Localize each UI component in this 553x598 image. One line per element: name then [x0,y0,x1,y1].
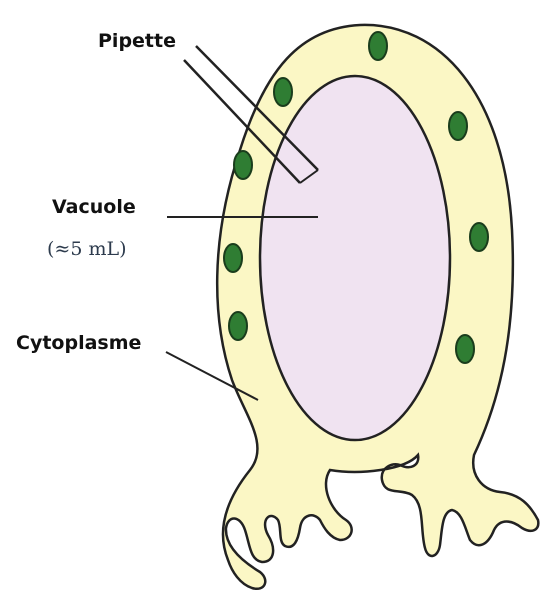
vacuole-label: Vacuole [52,196,136,218]
chloroplast [470,223,488,251]
chloroplast [449,112,467,140]
chloroplast [229,312,247,340]
chloroplast [234,151,252,179]
cytoplasm-label: Cytoplasme [16,332,141,354]
vacuole-volume-label: (≈5 mL) [47,238,127,260]
vacuole-shape [260,76,450,440]
chloroplast [369,32,387,60]
pipette-label: Pipette [98,30,176,52]
chloroplast [456,335,474,363]
chloroplast [274,78,292,106]
chloroplast [224,244,242,272]
